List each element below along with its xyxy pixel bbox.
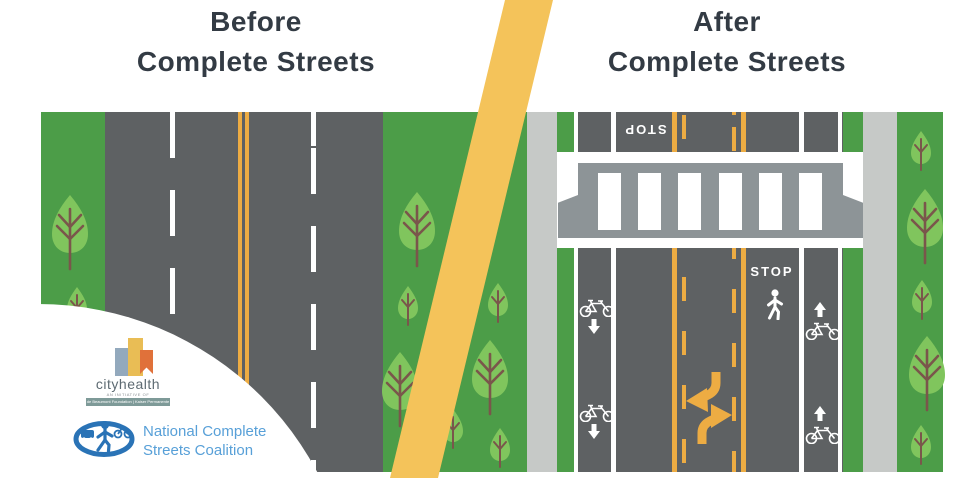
after-yellow-dash-right <box>732 112 736 472</box>
down-arrow-icon <box>588 319 600 334</box>
before-title-line1: Before <box>210 6 302 37</box>
after-curb-grass-lower-right <box>842 236 863 472</box>
crosswalk-bar <box>638 173 662 230</box>
after-edge-line-right <box>838 112 842 472</box>
stop-marking: STOP <box>750 264 794 279</box>
two-way-left-turn-arrows-icon <box>686 372 732 444</box>
crosswalk-ramp-left <box>558 195 578 238</box>
down-arrow-icon <box>588 424 600 439</box>
cityhealth-wordmark: cityhealth <box>95 376 161 392</box>
bicycle-icon <box>805 322 841 340</box>
up-arrow-icon <box>814 406 826 421</box>
after-yellow-solid-right <box>741 112 746 472</box>
crosswalk-bars <box>598 173 822 230</box>
tree-icon <box>905 187 945 265</box>
after-bike-lane-line-left <box>611 112 616 472</box>
coalition-logo-icon <box>73 421 135 457</box>
crosswalk-bar <box>678 173 702 230</box>
after-yellow-solid-left <box>672 112 677 472</box>
tree-icon <box>50 193 90 271</box>
crosswalk-bar <box>598 173 621 230</box>
before-lane-dash-left <box>170 112 175 472</box>
cityhealth-partners-bar: de Beaumont Foundation | Kaiser Permanen… <box>86 398 170 406</box>
after-curb-grass-upper-right <box>842 112 863 162</box>
before-lane-dash-right <box>311 112 316 472</box>
before-title: Before Complete Streets <box>56 2 456 82</box>
tree-icon <box>911 279 933 320</box>
stop-marking-oncoming: STOP <box>623 122 667 137</box>
tree-icon <box>907 334 947 412</box>
tree-icon <box>910 130 932 171</box>
crosswalk-bar <box>718 173 742 230</box>
after-sidewalk-right <box>863 112 897 472</box>
bicycle-icon <box>579 299 615 317</box>
after-edge-line-left <box>574 112 578 472</box>
after-sidewalk-left <box>527 112 557 472</box>
street-illustration: STOP STOP <box>0 112 963 472</box>
after-title-line2: Complete Streets <box>607 46 847 77</box>
tree-icon <box>910 424 932 465</box>
tree-icon <box>397 285 419 326</box>
after-bike-lane-line-right <box>799 112 804 472</box>
before-center-yellow-line-2 <box>245 112 249 472</box>
after-yellow-dash-left <box>682 112 686 472</box>
tree-icon <box>489 427 511 468</box>
crosswalk-platform <box>578 163 843 238</box>
cityhealth-logo-icon <box>115 338 153 376</box>
coalition-wordmark-line2: Streets Coalition <box>143 442 254 459</box>
cityhealth-tagline: AN INITIATIVE OF <box>106 392 150 397</box>
after-title-line1: After <box>693 6 761 37</box>
after-curb-grass-upper-left <box>557 112 574 162</box>
tree-icon <box>397 190 437 268</box>
tree-icon <box>470 338 510 416</box>
after-curb-grass-lower-left <box>557 236 574 472</box>
coalition-wordmark: National Complete Streets Coalition <box>143 422 266 460</box>
up-arrow-icon <box>814 302 826 317</box>
before-center-yellow-line-1 <box>238 112 242 472</box>
crosswalk-bar <box>798 173 822 230</box>
crosswalk-ramp-right <box>843 195 863 238</box>
after-title: After Complete Streets <box>527 2 927 82</box>
pedestrian-icon <box>767 289 783 320</box>
crosswalk-bar <box>758 173 782 230</box>
before-title-line2: Complete Streets <box>136 46 376 77</box>
bicycle-icon <box>579 404 615 422</box>
tree-icon <box>487 282 509 323</box>
coalition-wordmark-line1: National Complete <box>143 423 267 440</box>
bicycle-icon <box>805 426 841 444</box>
